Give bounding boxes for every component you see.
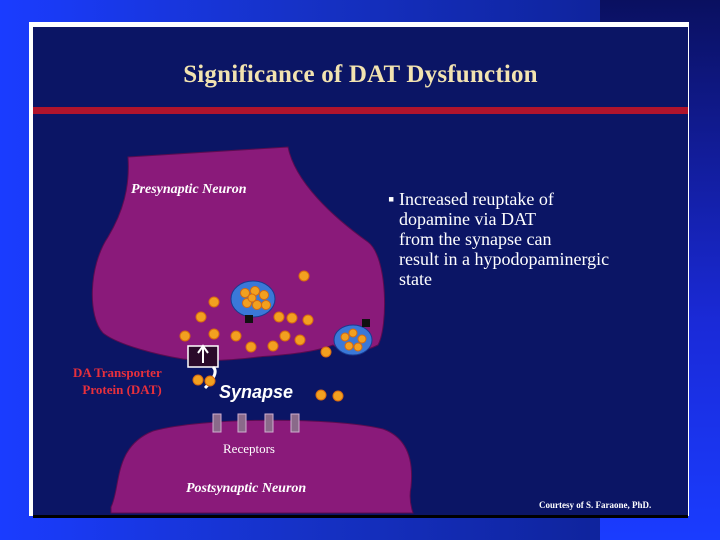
dat-arrow [197, 344, 209, 363]
bullet-marker: ▪ [388, 189, 395, 209]
dat-label-line1: DA Transporter [73, 365, 162, 380]
dat-diagram [91, 146, 414, 514]
postsynaptic-neuron [110, 419, 414, 514]
bullet-line: result in a hypodopaminergic [399, 249, 610, 269]
bullet-line: Increased reuptake of [399, 189, 554, 209]
bullet-line: state [399, 269, 432, 289]
title-underline-bar [33, 107, 688, 114]
receptor-1 [212, 413, 222, 433]
bullet-text: ▪ Increased reuptake of dopamine via DAT… [388, 189, 688, 289]
vesicle-2 [333, 324, 373, 356]
receptor-3 [264, 413, 274, 433]
bullet-line: dopamine via DAT [399, 209, 536, 229]
synapse-label: Synapse [219, 382, 294, 402]
receptors-label: Receptors [223, 441, 275, 456]
dopamine-molecules [179, 270, 367, 402]
presynaptic-neuron [91, 146, 385, 361]
credit-text: Courtesy of S. Faraone, PhD. [539, 500, 652, 510]
receptor-2 [237, 413, 247, 433]
dat-label: DA Transporter Protein (DAT) [73, 364, 162, 398]
vesicle-marker-1 [245, 315, 253, 323]
slide-title: Significance of DAT Dysfunction [183, 61, 538, 88]
presynaptic-label: Presynaptic Neuron [131, 182, 247, 197]
vesicle-marker-2 [362, 319, 370, 327]
dat-label-line2: Protein (DAT) [82, 382, 162, 397]
bullet-line: from the synapse can [399, 229, 552, 249]
postsynaptic-label: Postsynaptic Neuron [186, 481, 307, 496]
slide-panel: Significance of DAT Dysfunction [33, 27, 688, 518]
receptor-4 [290, 413, 300, 433]
